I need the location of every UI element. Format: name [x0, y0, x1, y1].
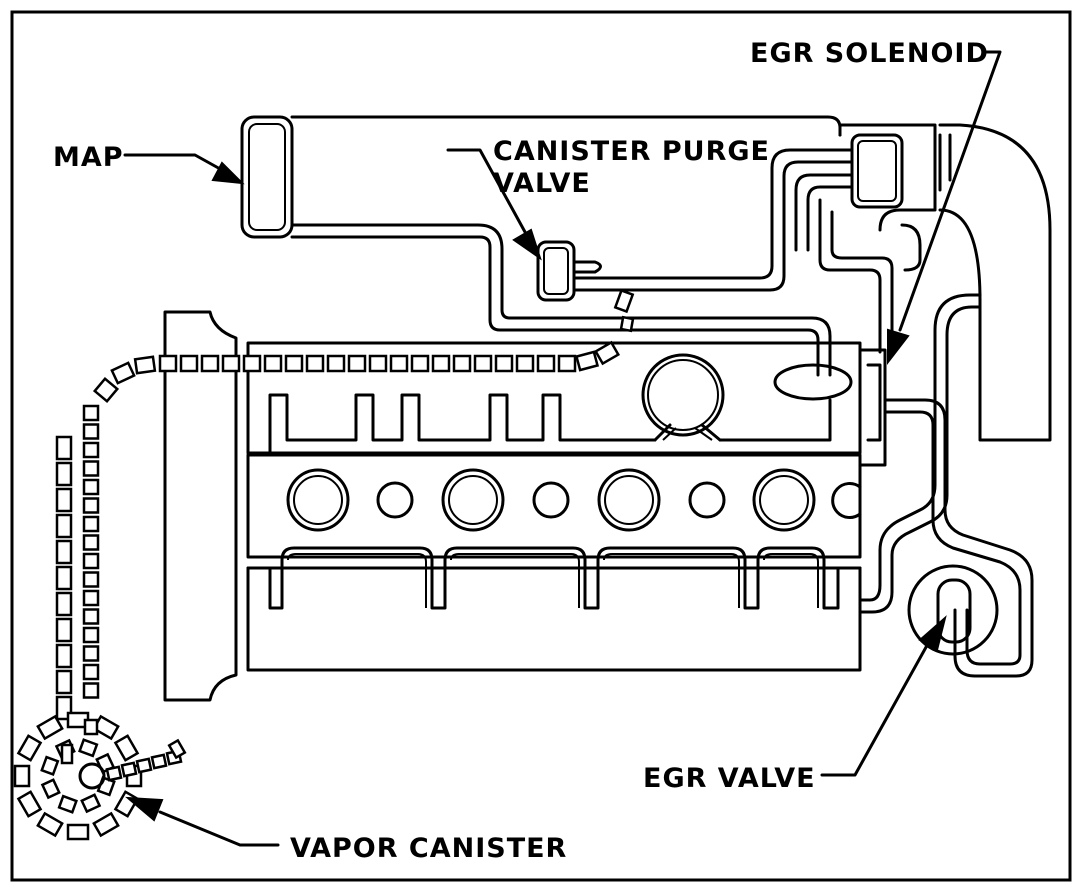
- map-label: MAP: [53, 142, 124, 173]
- vapor-line-dashed: [13, 288, 635, 841]
- canister-purge-leader: [446, 148, 542, 261]
- egr-valve: [907, 564, 999, 656]
- vapor-canister-leader: [125, 796, 280, 847]
- canister-purge-label-line1: CANISTER PURGE: [493, 136, 770, 167]
- vapor-canister-label: VAPOR CANISTER: [290, 833, 567, 864]
- egr-solenoid: [850, 133, 904, 209]
- diagram-border: [10, 10, 1072, 882]
- canister-purge-label-line2: VALVE: [493, 168, 591, 199]
- vapor-canister: [78, 762, 106, 790]
- egr-valve-label: EGR VALVE: [643, 763, 816, 794]
- egr-solenoid-leader: [887, 50, 1002, 365]
- canister-purge-valve: [536, 240, 602, 302]
- map-leader: [123, 153, 245, 185]
- egr-valve-leader: [820, 615, 947, 777]
- map-sensor: [240, 115, 294, 239]
- engine-block: [163, 310, 887, 702]
- egr-solenoid-label: EGR SOLENOID: [750, 38, 989, 69]
- vacuum-hoses: [290, 115, 1052, 678]
